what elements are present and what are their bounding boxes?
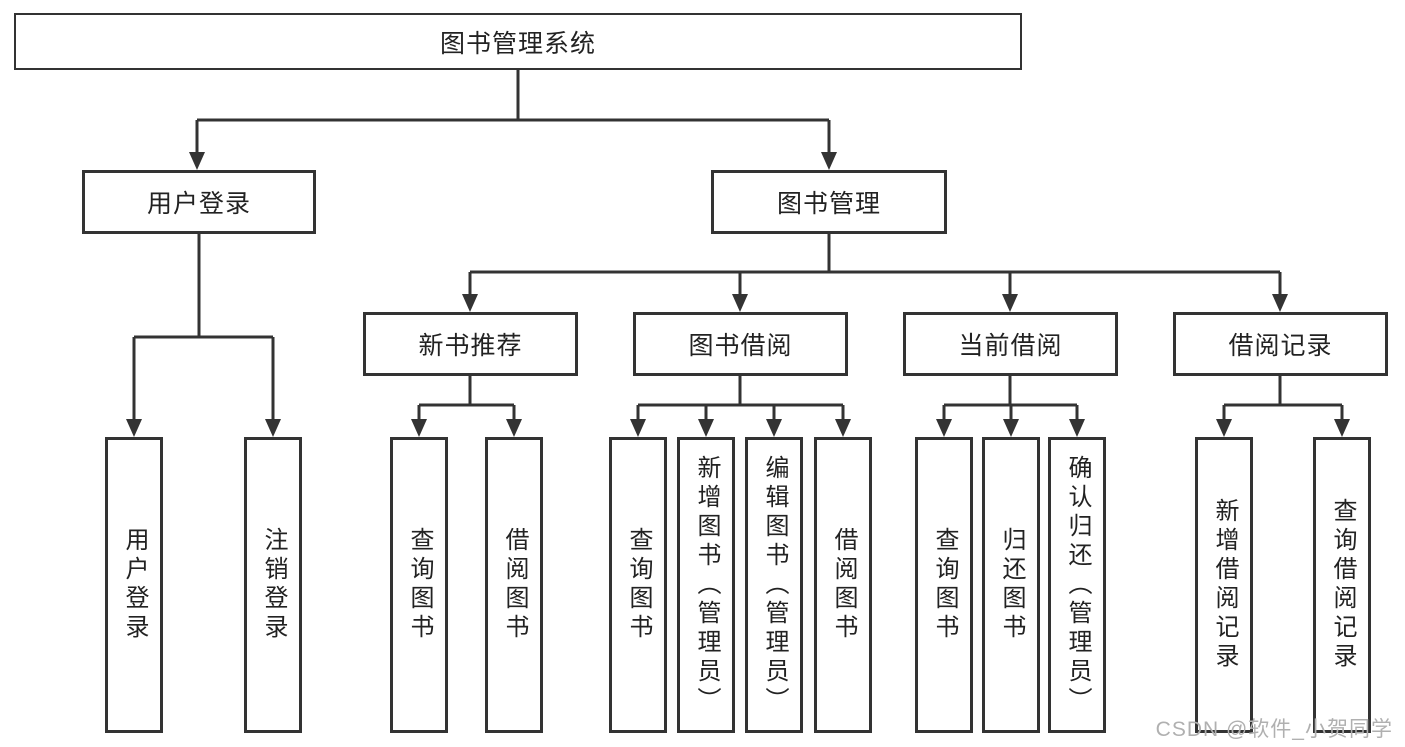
node-label: 借阅记录 (1228, 332, 1333, 360)
leaf-borrow-books-recommend: 借阅图书 (485, 437, 543, 733)
node-user-login-group: 用户登录 (82, 170, 316, 234)
leaf-user-login: 用户登录 (105, 437, 163, 733)
node-library-system: 图书管理系统 (14, 13, 1022, 70)
leaf-label: 新增图书（管理员） (693, 454, 720, 716)
leaf-label: 归还图书 (998, 527, 1025, 643)
leaf-return-books: 归还图书 (982, 437, 1040, 733)
node-label: 当前借阅 (958, 332, 1063, 360)
leaf-label: 借阅图书 (501, 527, 528, 643)
leaf-logout: 注销登录 (244, 437, 302, 733)
node-label: 新书推荐 (418, 332, 523, 360)
node-label: 图书借阅 (688, 332, 793, 360)
node-current-borrow: 当前借阅 (903, 312, 1118, 376)
leaf-label: 编辑图书（管理员） (761, 454, 788, 716)
leaf-label: 用户登录 (121, 527, 148, 643)
leaf-confirm-return-admin: 确认归还（管理员） (1048, 437, 1106, 733)
leaf-query-borrow-record: 查询借阅记录 (1313, 437, 1371, 733)
leaf-borrow-books: 借阅图书 (814, 437, 872, 733)
leaf-add-book-admin: 新增图书（管理员） (677, 437, 735, 733)
arrowheads (126, 152, 1350, 437)
leaf-query-books-recommend: 查询图书 (390, 437, 448, 733)
leaf-label: 新增借阅记录 (1211, 498, 1238, 672)
leaf-query-books-borrow: 查询图书 (609, 437, 667, 733)
leaf-add-borrow-record: 新增借阅记录 (1195, 437, 1253, 733)
node-label: 图书管理 (776, 190, 881, 218)
node-label: 图书管理系统 (439, 29, 596, 58)
csdn-watermark: CSDN @软件_小贺同学 (1155, 718, 1393, 741)
node-book-management: 图书管理 (711, 170, 947, 234)
leaf-edit-book-admin: 编辑图书（管理员） (745, 437, 803, 733)
connector-lines (132, 70, 1344, 421)
leaf-label: 查询借阅记录 (1329, 498, 1356, 672)
node-label: 用户登录 (146, 190, 251, 218)
node-book-borrow: 图书借阅 (633, 312, 848, 376)
leaf-label: 查询图书 (931, 527, 958, 643)
leaf-label: 查询图书 (625, 527, 652, 643)
leaf-label: 注销登录 (260, 527, 287, 643)
leaf-label: 确认归还（管理员） (1064, 454, 1091, 716)
leaf-label: 借阅图书 (830, 527, 857, 643)
node-borrow-records: 借阅记录 (1173, 312, 1388, 376)
node-new-book-recommend: 新书推荐 (363, 312, 578, 376)
leaf-label: 查询图书 (406, 527, 433, 643)
leaf-query-books-current: 查询图书 (915, 437, 973, 733)
